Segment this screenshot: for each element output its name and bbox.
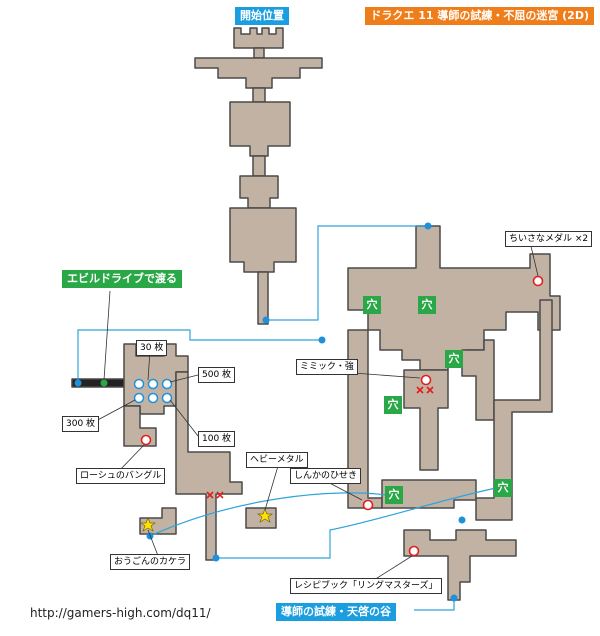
label-medal: ちいさなメダル ×2 (505, 231, 593, 247)
label-mimic: ミミック・強 (296, 359, 358, 375)
hole-marker: 穴 (418, 296, 436, 314)
route-dot (262, 316, 270, 324)
floor-right-side (475, 299, 553, 521)
dungeon-floor (71, 27, 561, 601)
label-golden-kakera: おうごんのカケラ (110, 554, 191, 570)
start-position-label: 開始位置 (235, 7, 289, 25)
floor-top-crown (233, 27, 284, 49)
cross-mark (216, 491, 224, 499)
coin-spot (133, 378, 145, 390)
coin-spot (147, 392, 159, 404)
floor-right-bar (461, 339, 495, 421)
floor-top-gate (239, 175, 279, 209)
label-coins-500: 500 枚 (198, 367, 236, 383)
hole-marker: 穴 (494, 479, 512, 497)
floor-top-hall (229, 101, 291, 157)
leader-line (373, 555, 413, 581)
hole-marker: 穴 (363, 296, 381, 314)
coin-spots (133, 378, 173, 404)
leader-line (529, 241, 539, 277)
evil-drive-label: エビルドライブで渡る (62, 270, 182, 288)
cross-mark (426, 386, 434, 394)
route-dot (212, 554, 220, 562)
leader-line (117, 444, 145, 473)
route-left-to-right (77, 329, 322, 383)
floor-top-down-corridor (257, 271, 269, 325)
treasure-mimic-marker (420, 374, 432, 386)
coin-spot (161, 378, 173, 390)
star-icon (256, 508, 274, 523)
hole-marker: 穴 (385, 486, 403, 504)
enemy-crosses (206, 386, 434, 499)
stars (139, 508, 274, 532)
coin-spot (161, 392, 173, 404)
evil-drive-dot (100, 379, 108, 387)
cross-mark (206, 491, 214, 499)
route-golden (149, 492, 395, 537)
route-dot (450, 594, 458, 602)
leader-line (93, 399, 136, 423)
route-dot (318, 336, 326, 344)
coin-spot (133, 392, 145, 404)
floor-left-golden (139, 507, 177, 535)
cross-mark (416, 386, 424, 394)
floor-top-neck (252, 87, 266, 103)
label-heavy-metal: ヘビーメタル (246, 452, 308, 468)
treasure-markers (140, 275, 544, 557)
leader-line (103, 290, 111, 381)
treasure-medal-marker (532, 275, 544, 287)
route-dots (74, 222, 466, 602)
route-heavy (216, 487, 497, 559)
coin-spot (147, 378, 159, 390)
route-top-to-right (268, 225, 428, 321)
label-rosy-bangle: ローシュのバングル (76, 468, 166, 484)
map-title: ドラクエ 11 導師の試練・不屈の迷宮 (2D) (365, 7, 594, 25)
treasure-bangle-marker (140, 434, 152, 446)
label-coins-100: 100 枚 (198, 431, 236, 447)
label-coins-30: 30 枚 (136, 340, 168, 356)
floor-top-stem (253, 47, 265, 59)
exit-label: 導師の試練・天啓の谷 (276, 603, 396, 621)
floor-top-chamber (229, 207, 297, 273)
star-icon (139, 517, 157, 532)
route-dot (74, 379, 82, 387)
route-dot (424, 222, 432, 230)
floor-right-inner (403, 369, 449, 471)
floor-top-wide (194, 57, 323, 89)
label-recipe-book: レシピブック「リングマスターズ」 (290, 578, 442, 594)
leader-line (169, 399, 199, 437)
floor-heavy-metal-room (245, 507, 277, 529)
hole-marker: 穴 (445, 350, 463, 368)
floor-top-corridor (252, 155, 266, 177)
floor-right-middle (381, 479, 477, 509)
route-lines (77, 225, 497, 611)
treasure-recipe-marker (408, 545, 420, 557)
leader-line (169, 374, 199, 383)
floor-right-top (347, 225, 561, 371)
footer-url[interactable]: http://gamers-high.com/dq11/ (30, 606, 211, 620)
treasure-shinka-marker (362, 499, 374, 511)
floor-right-bottom (403, 529, 517, 601)
label-coins-300: 300 枚 (62, 416, 100, 432)
leader-line (264, 465, 279, 511)
route-exit (414, 598, 455, 611)
hole-marker: 穴 (384, 396, 402, 414)
floor-left-lower (175, 371, 243, 561)
label-shinka: しんかのひせき (290, 468, 362, 484)
route-dot (458, 516, 466, 524)
